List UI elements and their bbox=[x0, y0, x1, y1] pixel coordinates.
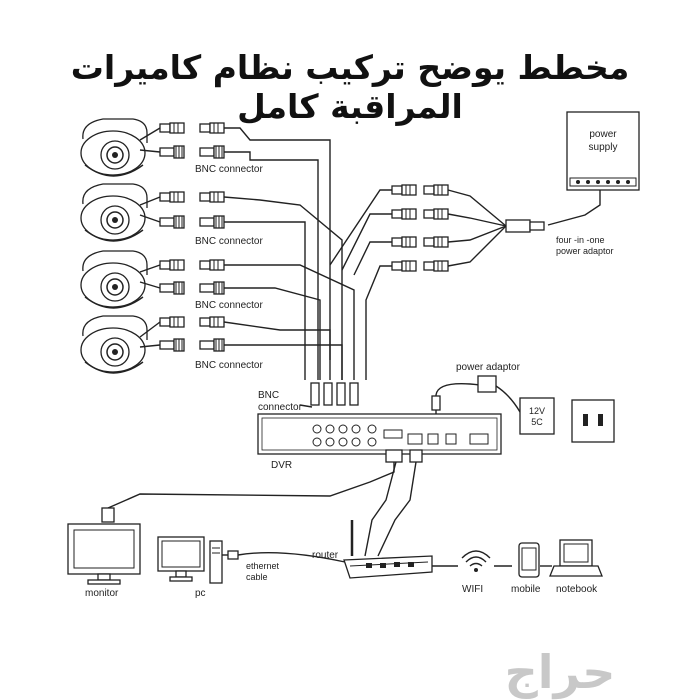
watermark-logo: حراج bbox=[505, 645, 616, 699]
power-adaptor-label: power adaptor bbox=[456, 362, 521, 373]
power-supply-label-2: supply bbox=[589, 142, 618, 153]
camera-3 bbox=[80, 250, 225, 309]
wifi-label: WIFI bbox=[462, 584, 483, 595]
pc: pc ethernet cable bbox=[157, 536, 346, 599]
bnc-label-dvr-2: connector bbox=[258, 402, 303, 413]
monitor: monitor bbox=[67, 523, 141, 599]
bnc-label-dvr-1: BNC bbox=[258, 390, 279, 401]
adaptor-label-1: four -in -one bbox=[556, 235, 605, 245]
router-label: router bbox=[312, 550, 339, 561]
power-adaptor: power adaptor 12V 5C bbox=[431, 362, 615, 443]
power-supply: power supply bbox=[566, 111, 640, 191]
dc-plug-icon bbox=[159, 122, 185, 134]
wall-socket-icon bbox=[571, 399, 615, 443]
router: router bbox=[312, 520, 433, 579]
camera-2 bbox=[80, 183, 225, 242]
wifi-icon: WIFI bbox=[461, 550, 491, 595]
adaptor-rating-2: 5C bbox=[531, 417, 543, 427]
dvr: BNC connector DVR bbox=[257, 382, 502, 471]
mobile: mobile bbox=[511, 542, 541, 595]
four-in-one-adaptor: four -in -one power adaptor bbox=[505, 219, 614, 256]
notebook-label: notebook bbox=[556, 584, 598, 595]
pc-label: pc bbox=[195, 588, 206, 599]
ethernet-label-1: ethernet bbox=[246, 561, 280, 571]
network-wires bbox=[101, 449, 423, 557]
bnc-plug-icon bbox=[159, 145, 185, 159]
bnc-connector-label-2: BNC connector bbox=[195, 236, 263, 247]
mobile-label: mobile bbox=[511, 584, 541, 595]
diagram-title: مخطط يوضح تركيب نظام كاميرات المراقبة كا… bbox=[70, 48, 630, 126]
ethernet-label-2: cable bbox=[246, 572, 268, 582]
power-split-wires bbox=[329, 184, 507, 380]
bnc-connector-label-3: BNC connector bbox=[195, 300, 263, 311]
dvr-label: DVR bbox=[271, 460, 292, 471]
bnc-connector-label-4: BNC connector bbox=[195, 360, 263, 371]
camera-1 bbox=[80, 118, 225, 177]
bnc-connector-label-1: BNC connector bbox=[195, 164, 263, 175]
adaptor-label-2: power adaptor bbox=[556, 246, 614, 256]
power-supply-label-1: power bbox=[589, 129, 617, 140]
notebook: notebook bbox=[549, 539, 603, 595]
video-wires bbox=[223, 127, 355, 380]
adaptor-rating-1: 12V bbox=[529, 406, 545, 416]
camera-4 bbox=[80, 315, 225, 374]
monitor-label: monitor bbox=[85, 588, 119, 599]
